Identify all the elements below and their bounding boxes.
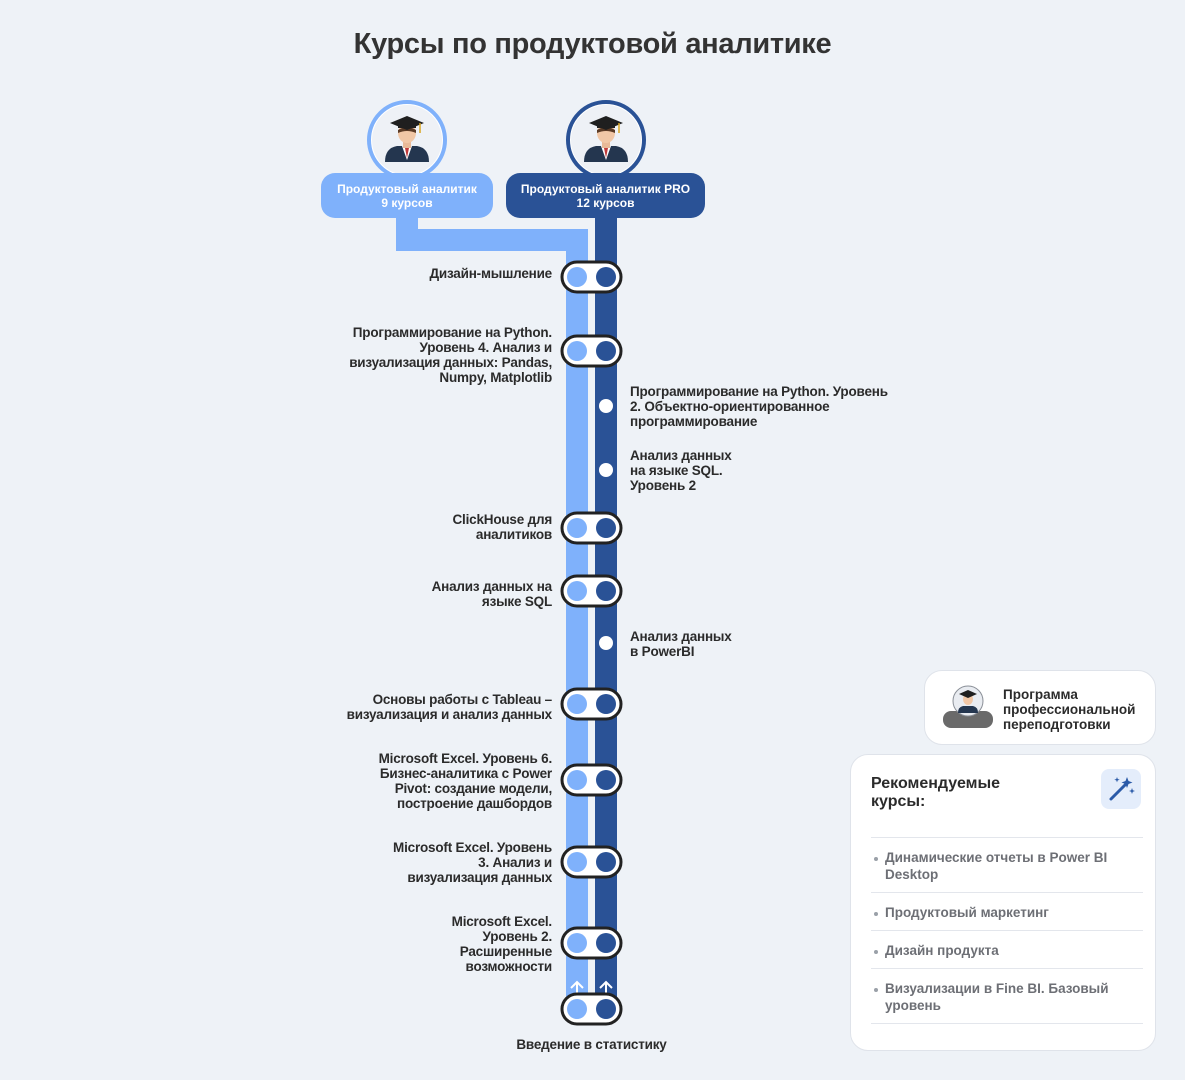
recommended-item[interactable]: Визуализации в Fine BI. Базовый уровень bbox=[871, 968, 1143, 1024]
recommended-title: Рекомендуемые курсы: bbox=[871, 775, 1001, 810]
course-label-excel-3[interactable]: Microsoft Excel. Уровень 3. Анализ и виз… bbox=[393, 840, 552, 885]
course-label-sql[interactable]: Анализ данных на языке SQL bbox=[431, 579, 553, 609]
magic-wand-icon bbox=[1101, 769, 1141, 809]
pro-only-node-dot bbox=[599, 399, 613, 413]
recommended-list: Динамические отчеты в Power BI Desktop П… bbox=[871, 837, 1143, 1024]
pro-only-node-dot bbox=[599, 636, 613, 650]
shared-node bbox=[560, 260, 623, 294]
shared-node bbox=[560, 845, 623, 879]
recommended-item[interactable]: Дизайн продукта bbox=[871, 930, 1143, 968]
pro-only-node-dot bbox=[599, 463, 613, 477]
course-label-clickhouse[interactable]: ClickHouse для аналитиков bbox=[452, 512, 553, 542]
graduate-avatar-icon bbox=[943, 685, 993, 728]
course-label-design-thinking[interactable]: Дизайн-мышление bbox=[429, 266, 552, 281]
course-label-statistics[interactable]: Введение в статистику bbox=[516, 1037, 667, 1052]
recommended-item[interactable]: Продуктовый маркетинг bbox=[871, 892, 1143, 930]
page-title: Курсы по продуктовой аналитике bbox=[353, 28, 832, 60]
shared-node bbox=[560, 574, 623, 608]
basic-track-line bbox=[396, 200, 588, 1010]
basic-track-name: Продуктовый аналитик bbox=[337, 182, 477, 196]
course-label-tableau[interactable]: Основы работы с Tableau – визуализация и… bbox=[346, 692, 553, 722]
shared-node bbox=[560, 992, 623, 1026]
course-label-python-4[interactable]: Программирование на Python. Уровень 4. А… bbox=[349, 325, 552, 385]
pro-track-header[interactable]: Продуктовый аналитик PRO 12 курсов bbox=[506, 182, 705, 210]
pro-track-pill bbox=[506, 173, 705, 218]
course-label-excel-2[interactable]: Microsoft Excel. Уровень 2. Расширенные … bbox=[451, 914, 553, 974]
shared-node bbox=[560, 763, 623, 797]
course-label-python-2[interactable]: Программирование на Python. Уровень 2. О… bbox=[630, 384, 888, 429]
shared-node bbox=[560, 511, 623, 545]
shared-node bbox=[560, 334, 623, 368]
recommended-item[interactable]: Динамические отчеты в Power BI Desktop bbox=[871, 837, 1143, 892]
pro-track-count: 12 курсов bbox=[576, 196, 635, 210]
course-label-sql-2[interactable]: Анализ данных на языке SQL. Уровень 2 bbox=[630, 448, 732, 493]
pro-track-name: Продуктовый аналитик PRO bbox=[520, 182, 691, 196]
course-label-powerbi[interactable]: Анализ данных в PowerBI bbox=[630, 629, 732, 659]
course-label-excel-6[interactable]: Microsoft Excel. Уровень 6. Бизнес-анали… bbox=[378, 751, 553, 811]
pro-track-avatar bbox=[566, 100, 646, 180]
program-badge-text: Программа профессиональной переподготовк… bbox=[1003, 687, 1136, 732]
program-badge-card: Программа профессиональной переподготовк… bbox=[924, 670, 1156, 745]
basic-track-pill bbox=[321, 173, 493, 218]
basic-track-header[interactable]: Продуктовый аналитик 9 курсов bbox=[321, 182, 493, 210]
shared-node bbox=[560, 926, 623, 960]
basic-track-count: 9 курсов bbox=[381, 196, 433, 210]
shared-node bbox=[560, 687, 623, 721]
basic-track-avatar bbox=[367, 100, 447, 180]
recommended-courses-card: Рекомендуемые курсы: Динамические отчеты… bbox=[850, 754, 1156, 1051]
